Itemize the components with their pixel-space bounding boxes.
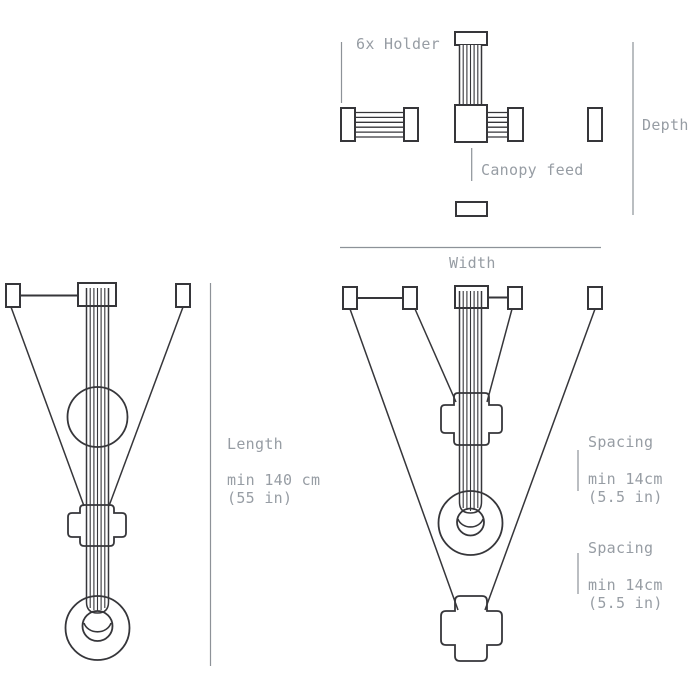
length-view-figure: [5, 282, 191, 661]
spacing-upper-min-imperial: (5.5 in): [588, 488, 663, 506]
mount-square-3: [507, 286, 523, 310]
cable-bundle-right: [487, 111, 508, 138]
top-view-diagram: [340, 31, 603, 217]
spacing-lower-min-imperial: (5.5 in): [588, 594, 663, 612]
spacing-upper-min-metric: min 14cm: [588, 470, 663, 488]
bulb-arc: [83, 622, 112, 633]
bulb: [81, 610, 114, 642]
width-view-figure: [342, 285, 603, 662]
depth-label: Depth: [642, 116, 689, 134]
length-label: Length: [227, 435, 283, 453]
canopy-assembly: [454, 31, 524, 143]
mount-square-2: [402, 286, 418, 310]
holder-count-label: 6x Holder: [356, 35, 440, 53]
holder-right: [403, 107, 419, 142]
spacing-lower-min-metric: min 14cm: [588, 576, 663, 594]
canopy-feed-label: Canopy feed: [481, 161, 584, 179]
width-label: Width: [449, 254, 496, 272]
cable-bundle-up: [458, 45, 483, 105]
cable-bundle: [458, 291, 483, 514]
cable-holder-cross: [440, 392, 503, 446]
cable-holder-cross: [67, 504, 127, 547]
canopy-front: [454, 285, 489, 309]
suspension-wires: [349, 308, 596, 611]
mount-square-right: [175, 283, 191, 308]
holder-pair: [340, 107, 419, 142]
bottom-cross-connector: [440, 595, 503, 662]
spacing-upper-label: Spacing: [588, 433, 654, 451]
canopy-cap: [454, 31, 488, 46]
bulb: [456, 507, 485, 537]
bulb-arc: [457, 518, 484, 528]
holder-attached: [507, 107, 524, 142]
mount-square-left: [5, 283, 21, 308]
mount-square-1: [342, 286, 358, 310]
canopy-side-plate: [455, 201, 488, 217]
length-min-imperial: (55 in): [227, 489, 293, 507]
spacing-lower-label: Spacing: [588, 539, 654, 557]
length-min-metric: min 140 cm: [227, 471, 321, 489]
holder-single-side: [587, 107, 603, 142]
cable-bundle: [85, 288, 110, 614]
suspension-wires: [10, 306, 184, 507]
canopy-body: [454, 104, 488, 143]
dimension-lines: [209, 42, 634, 666]
mount-square-4: [587, 286, 603, 310]
holder-left: [340, 107, 356, 142]
